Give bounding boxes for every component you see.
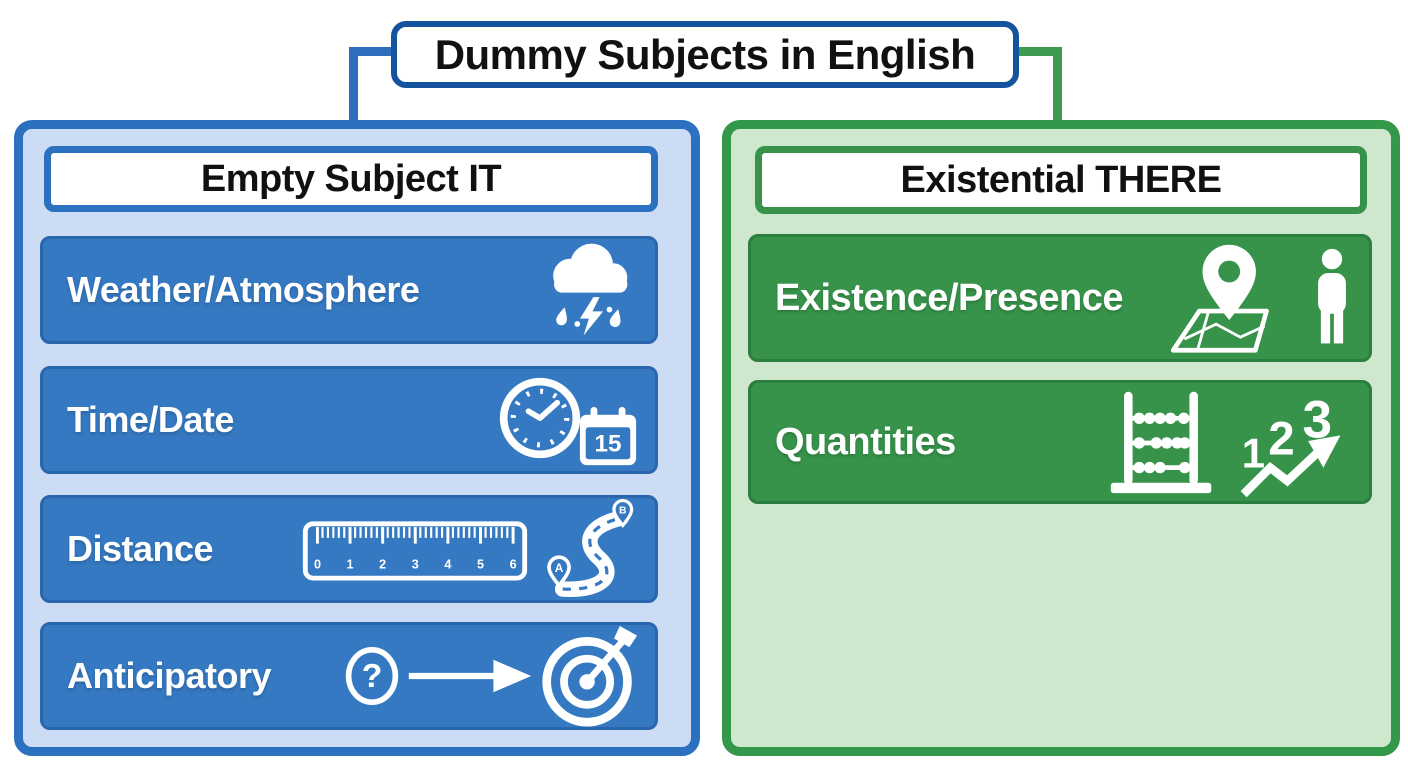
- row-weather-atmosphere: Weather/Atmosphere: [40, 236, 658, 344]
- count-number: 1: [1242, 430, 1265, 477]
- clock-calendar-icon-group: 15: [497, 373, 639, 467]
- right-panel-header: Existential THERE: [755, 146, 1367, 214]
- right-panel-header-label: Existential THERE: [900, 158, 1222, 201]
- connector-line-green: [1012, 47, 1062, 56]
- row-anticipatory: Anticipatory ?: [40, 622, 658, 730]
- row-label: Existence/Presence: [775, 276, 1124, 319]
- row-quantities: Quantities: [748, 380, 1372, 504]
- row-label: Quantities: [775, 420, 956, 463]
- ruler-number: 5: [477, 557, 484, 571]
- target-dart-icon: [539, 624, 639, 728]
- page-title: Dummy Subjects in English: [434, 30, 976, 78]
- connector-line-blue: [349, 47, 399, 56]
- ruler-number: 2: [379, 557, 386, 571]
- ruler-number: 1: [347, 557, 354, 571]
- ruler-icon: 0 1 2 3 4 5 6: [301, 516, 529, 582]
- count-number: 2: [1268, 412, 1294, 465]
- row-existence-presence: Existence/Presence: [748, 234, 1372, 362]
- person-icon: [1311, 247, 1353, 349]
- storm-cloud-icon: [537, 240, 639, 340]
- panel-empty-subject-it: Empty Subject IT Weather/Atmosphere: [14, 120, 700, 756]
- abacus-icon: [1105, 388, 1217, 496]
- row-label: Distance: [67, 528, 214, 569]
- ruler-number: 4: [444, 557, 451, 571]
- panel-existential-there: Existential THERE Existence/Presence: [722, 120, 1400, 756]
- question-circle-icon: ?: [343, 645, 401, 707]
- left-panel-header-label: Empty Subject IT: [200, 157, 502, 200]
- connector-line-green: [1053, 47, 1062, 124]
- map-pin-icon: [1159, 242, 1305, 354]
- arrow-right-icon: [407, 655, 533, 697]
- question-mark: ?: [362, 658, 383, 695]
- pin-a-label: A: [555, 561, 564, 575]
- rising-numbers-icon: 1 2 3: [1233, 386, 1353, 498]
- row-label: Anticipatory: [67, 655, 272, 696]
- row-label: Weather/Atmosphere: [67, 269, 420, 310]
- left-panel-header: Empty Subject IT: [44, 146, 658, 212]
- row-label: Time/Date: [67, 399, 234, 440]
- ruler-number: 0: [314, 557, 321, 571]
- calendar-icon: 15: [577, 405, 639, 467]
- row-time-date: Time/Date: [40, 366, 658, 474]
- pin-b-label: B: [619, 505, 627, 516]
- connector-line-blue: [349, 47, 358, 124]
- ruler-number: 6: [510, 557, 517, 571]
- clock-icon: [497, 375, 583, 461]
- row-distance: Distance 0 1 2 3 4 5 6: [40, 495, 658, 603]
- calendar-day-number: 15: [595, 431, 622, 458]
- ruler-number: 3: [412, 557, 419, 571]
- title-box: Dummy Subjects in English: [391, 21, 1019, 88]
- route-a-to-b-icon: A B: [541, 498, 639, 600]
